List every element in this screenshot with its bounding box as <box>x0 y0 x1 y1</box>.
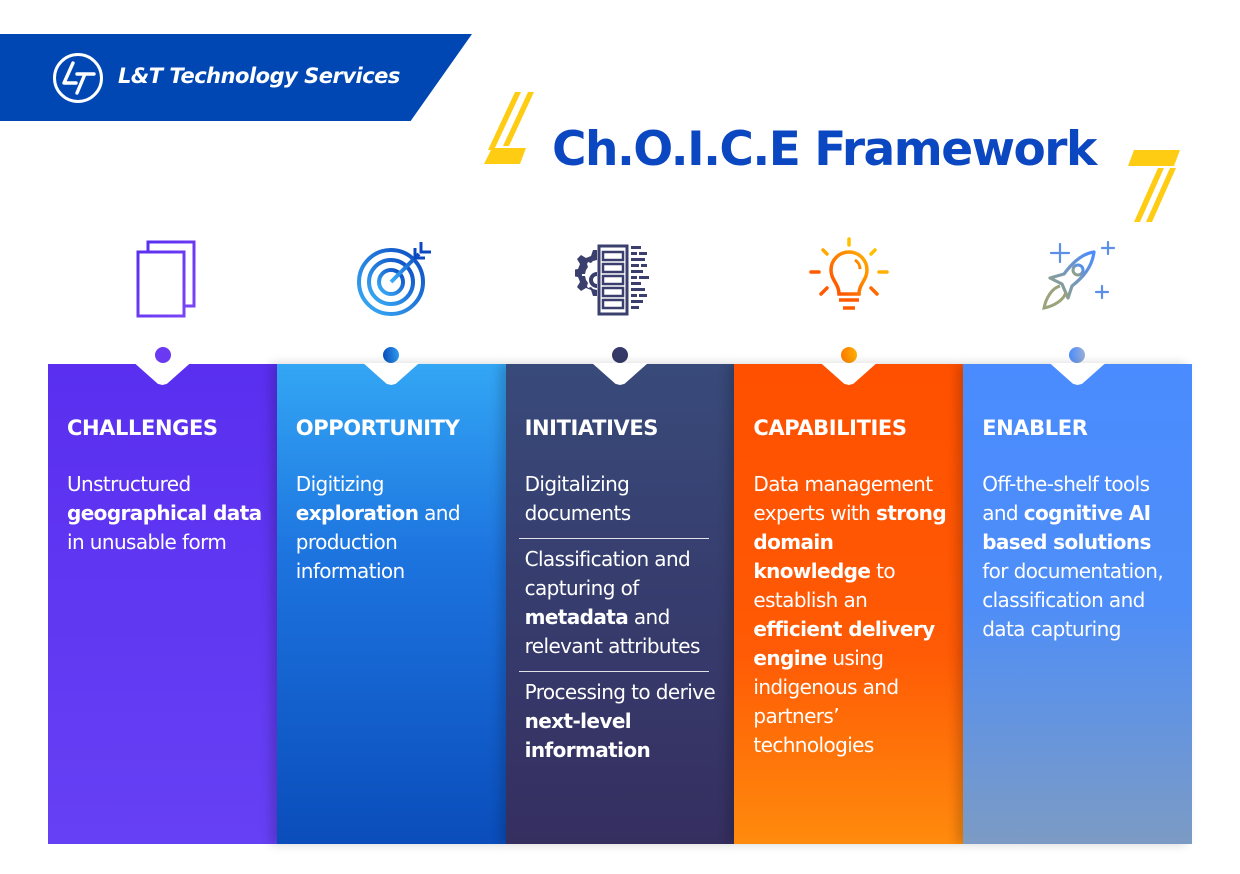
brand-banner <box>0 34 472 121</box>
column-body: Data management experts with strong doma… <box>753 472 947 757</box>
lightbulb-icon <box>805 236 895 322</box>
column-notch <box>1049 363 1106 385</box>
challenges-marker-dot <box>155 347 171 363</box>
column-notch <box>363 363 420 385</box>
column-enabler: ENABLER Off-the-shelf tools and cognitiv… <box>963 363 1192 844</box>
column-title: ENABLER <box>982 416 1088 440</box>
initiatives-marker-dot <box>612 347 628 363</box>
enabler-marker-dot <box>1069 347 1085 363</box>
column-body: Unstructured geographical data in unusab… <box>67 472 262 554</box>
column-capabilities: CAPABILITIES Data management experts wit… <box>734 363 964 844</box>
column-title: OPPORTUNITY <box>295 416 460 440</box>
column-title: CAPABILITIES <box>753 416 907 440</box>
column-title: INITIATIVES <box>524 416 659 440</box>
column-title: CHALLENGES <box>67 416 218 440</box>
divider <box>518 538 709 539</box>
page-title: Ch.O.I.C.E Framework <box>552 122 1097 177</box>
brand-name: L&T Technology Services <box>118 64 400 88</box>
opportunity-marker-dot <box>383 347 399 363</box>
column-body: Digitizing exploration and production in… <box>295 472 461 583</box>
lt-logo-icon <box>53 53 103 103</box>
target-icon <box>349 236 439 322</box>
framework-columns: CHALLENGES Unstructured geographical dat… <box>48 363 1192 844</box>
column-notch <box>134 363 191 385</box>
column-body: Off-the-shelf tools and cognitive AI bas… <box>982 472 1164 641</box>
initiative-item: Processing to derive next-level informat… <box>524 680 716 762</box>
column-notch <box>591 363 648 385</box>
slash-decoration-right-icon <box>1128 150 1180 222</box>
column-notch <box>820 363 877 385</box>
column-opportunity: OPPORTUNITY Digitizing exploration and p… <box>276 363 506 844</box>
column-challenges: CHALLENGES Unstructured geographical dat… <box>48 363 277 844</box>
initiative-item: Classification and capturing of metadata… <box>524 547 701 658</box>
divider <box>518 671 709 672</box>
server-gear-icon <box>572 236 665 322</box>
column-initiatives: INITIATIVES Digitalizing documents Class… <box>505 363 735 844</box>
initiative-item: Digitalizing documents <box>524 472 632 525</box>
documents-icon <box>120 236 210 322</box>
capabilities-marker-dot <box>841 347 857 363</box>
rocket-icon <box>1032 236 1122 322</box>
column-body: Digitalizing documents Classification an… <box>518 470 721 771</box>
slash-decoration-left-icon <box>484 92 534 164</box>
